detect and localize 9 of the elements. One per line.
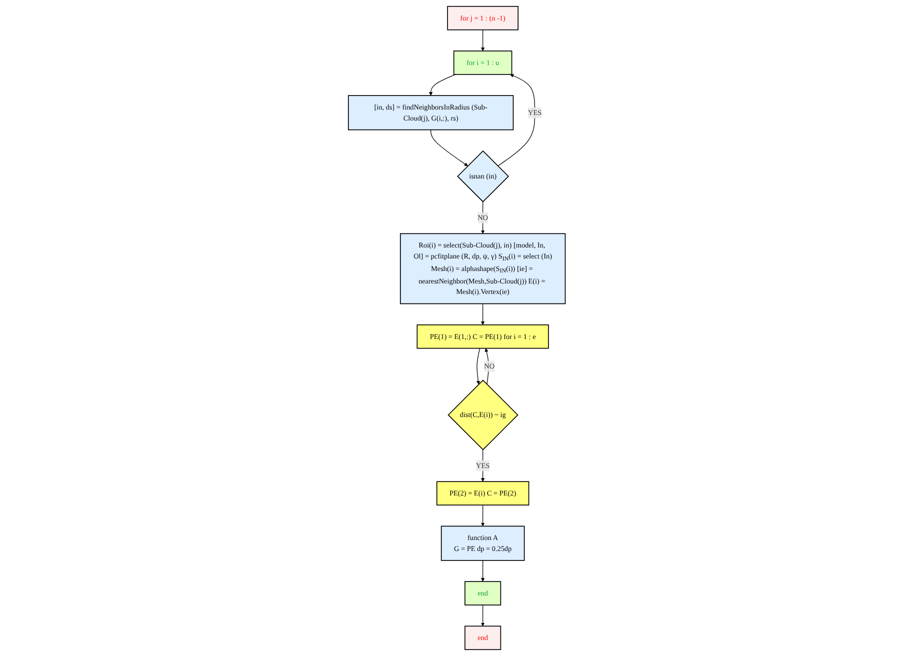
arrow [480, 560, 484, 582]
arrow [480, 30, 484, 52]
arrow [480, 303, 484, 326]
arrow [480, 504, 484, 526]
arrow [476, 348, 480, 384]
arrow [497, 74, 535, 166]
arrow [480, 604, 484, 626]
arrow [430, 129, 468, 166]
arrow [428, 74, 456, 96]
